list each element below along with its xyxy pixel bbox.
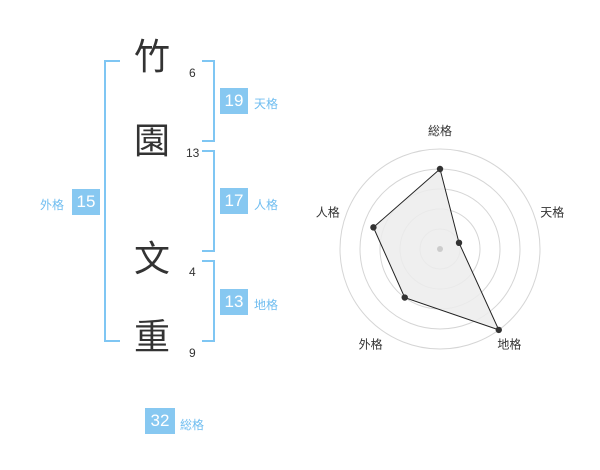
gaikaku-bracket — [104, 60, 120, 342]
radar-center-dot — [437, 246, 443, 252]
name-char-4: 重 — [133, 317, 170, 358]
radar-data-point — [455, 239, 463, 247]
name-char-2: 園 — [133, 121, 170, 162]
chikaku-value: 13 — [220, 289, 248, 315]
tenkaku-bracket — [202, 60, 215, 142]
radar-grid-ring — [339, 148, 541, 350]
jinkaku-label: 人格 — [254, 198, 279, 212]
stroke-count-4: 9 — [189, 346, 196, 360]
radar-axis-label: 地格 — [497, 336, 521, 351]
radar-data-point — [370, 224, 377, 231]
chikaku-label: 地格 — [254, 298, 279, 312]
tenkaku-value: 19 — [220, 88, 248, 114]
jinkaku-value: 17 — [220, 188, 248, 214]
gaikaku-label: 外格 — [40, 198, 65, 212]
chikaku-bracket — [202, 260, 215, 342]
radar-axis-label: 人格 — [316, 205, 340, 220]
radar-axis-label: 総格 — [428, 123, 452, 138]
radar-series-area — [372, 168, 500, 331]
name-char-3: 文 — [133, 239, 170, 280]
jinkaku-bracket — [202, 150, 215, 252]
radar-data-point — [401, 294, 408, 301]
stroke-count-2: 13 — [186, 146, 200, 160]
tenkaku-label: 天格 — [254, 97, 279, 111]
radar-axis-label: 外格 — [359, 336, 383, 351]
gaikaku-value: 15 — [72, 189, 100, 215]
stroke-count-3: 4 — [189, 265, 196, 279]
radar-data-point — [436, 165, 444, 173]
name-char-1: 竹 — [133, 37, 170, 78]
stroke-count-1: 6 — [189, 66, 196, 80]
radar-axis-label: 天格 — [540, 205, 564, 220]
soukaku-value: 32 — [145, 408, 175, 434]
soukaku-label: 総格 — [180, 418, 205, 432]
radar-data-point — [495, 326, 502, 334]
